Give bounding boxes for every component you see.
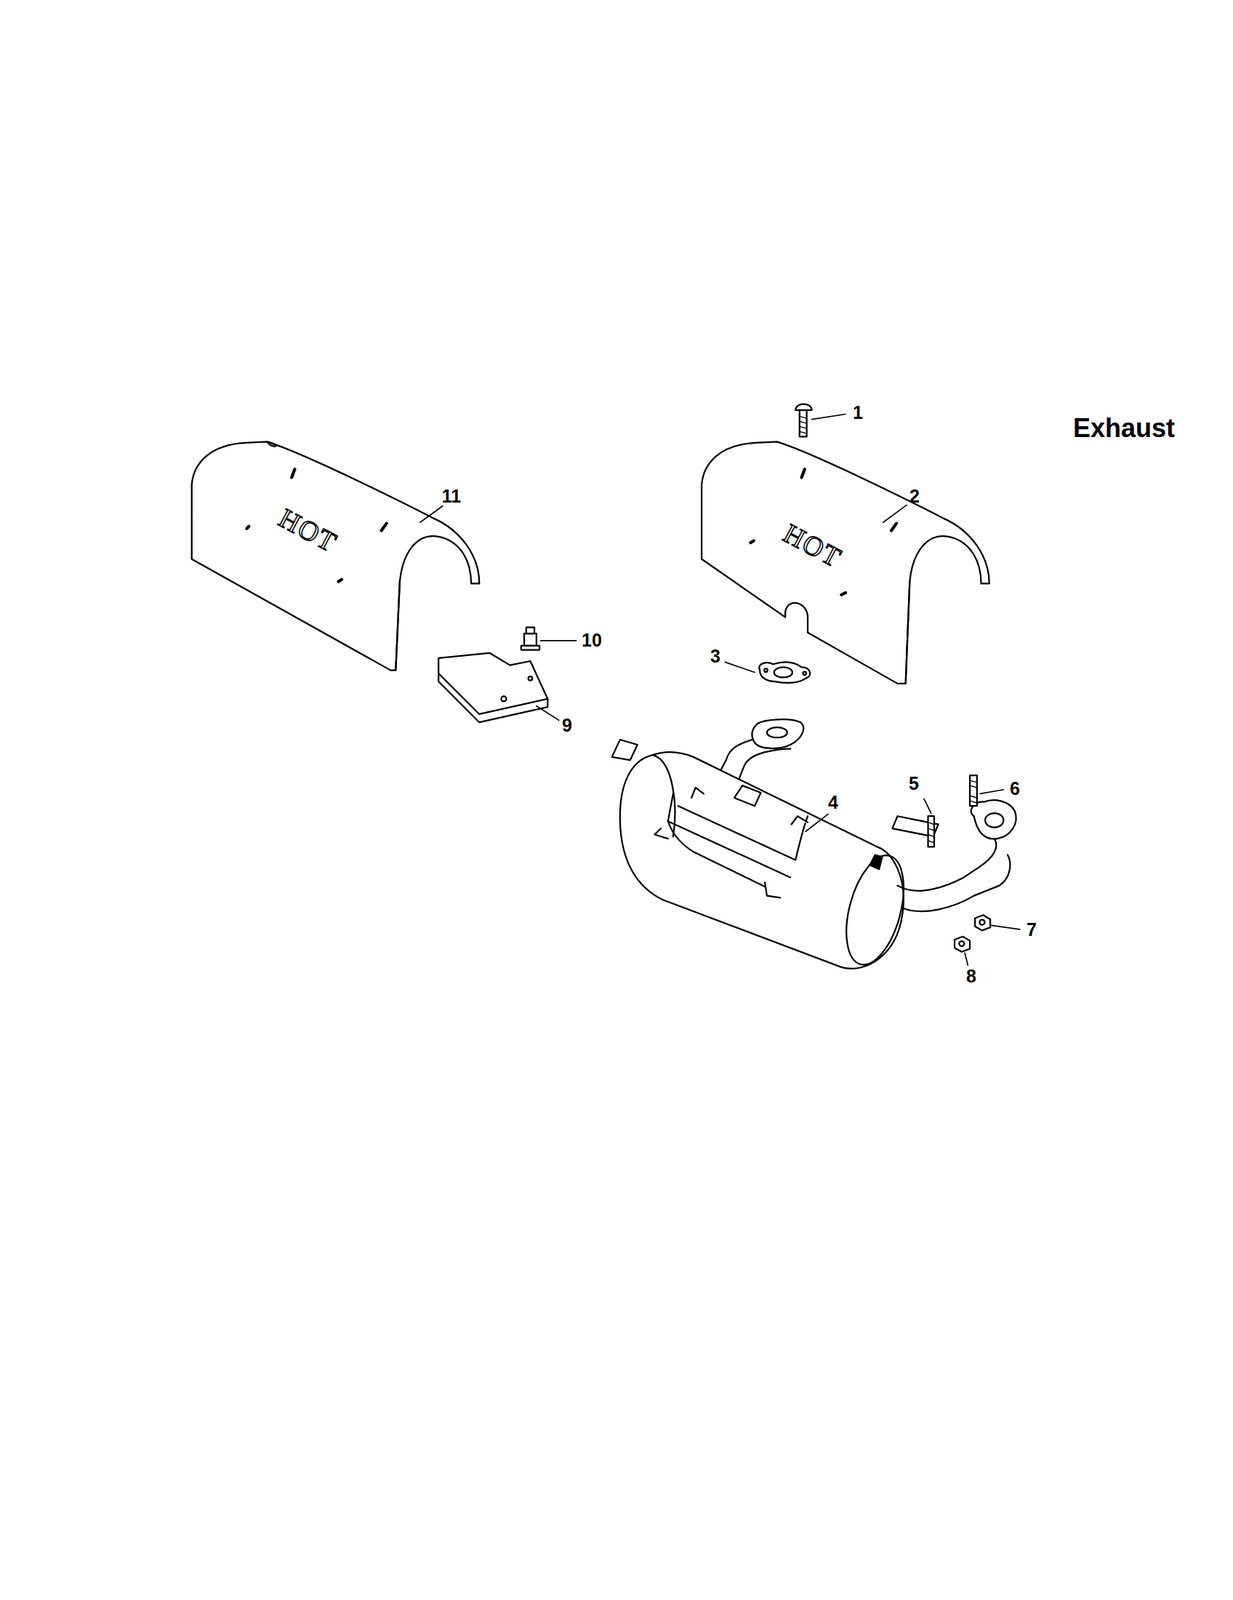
diagram-title: Exhaust [1073,415,1175,442]
callout-number: 11 [442,487,461,506]
callout-number: 1 [852,403,863,422]
callout-number: 4 [828,793,839,812]
callout-number: 5 [908,774,919,793]
callout-number: 2 [909,487,920,506]
callout-number: 8 [966,966,977,986]
callout-number: 7 [1026,920,1037,939]
callout-number: 9 [561,716,573,735]
callout-number: 6 [1009,779,1020,798]
callout-number: 3 [710,647,721,666]
callout-number: 10 [581,631,602,650]
